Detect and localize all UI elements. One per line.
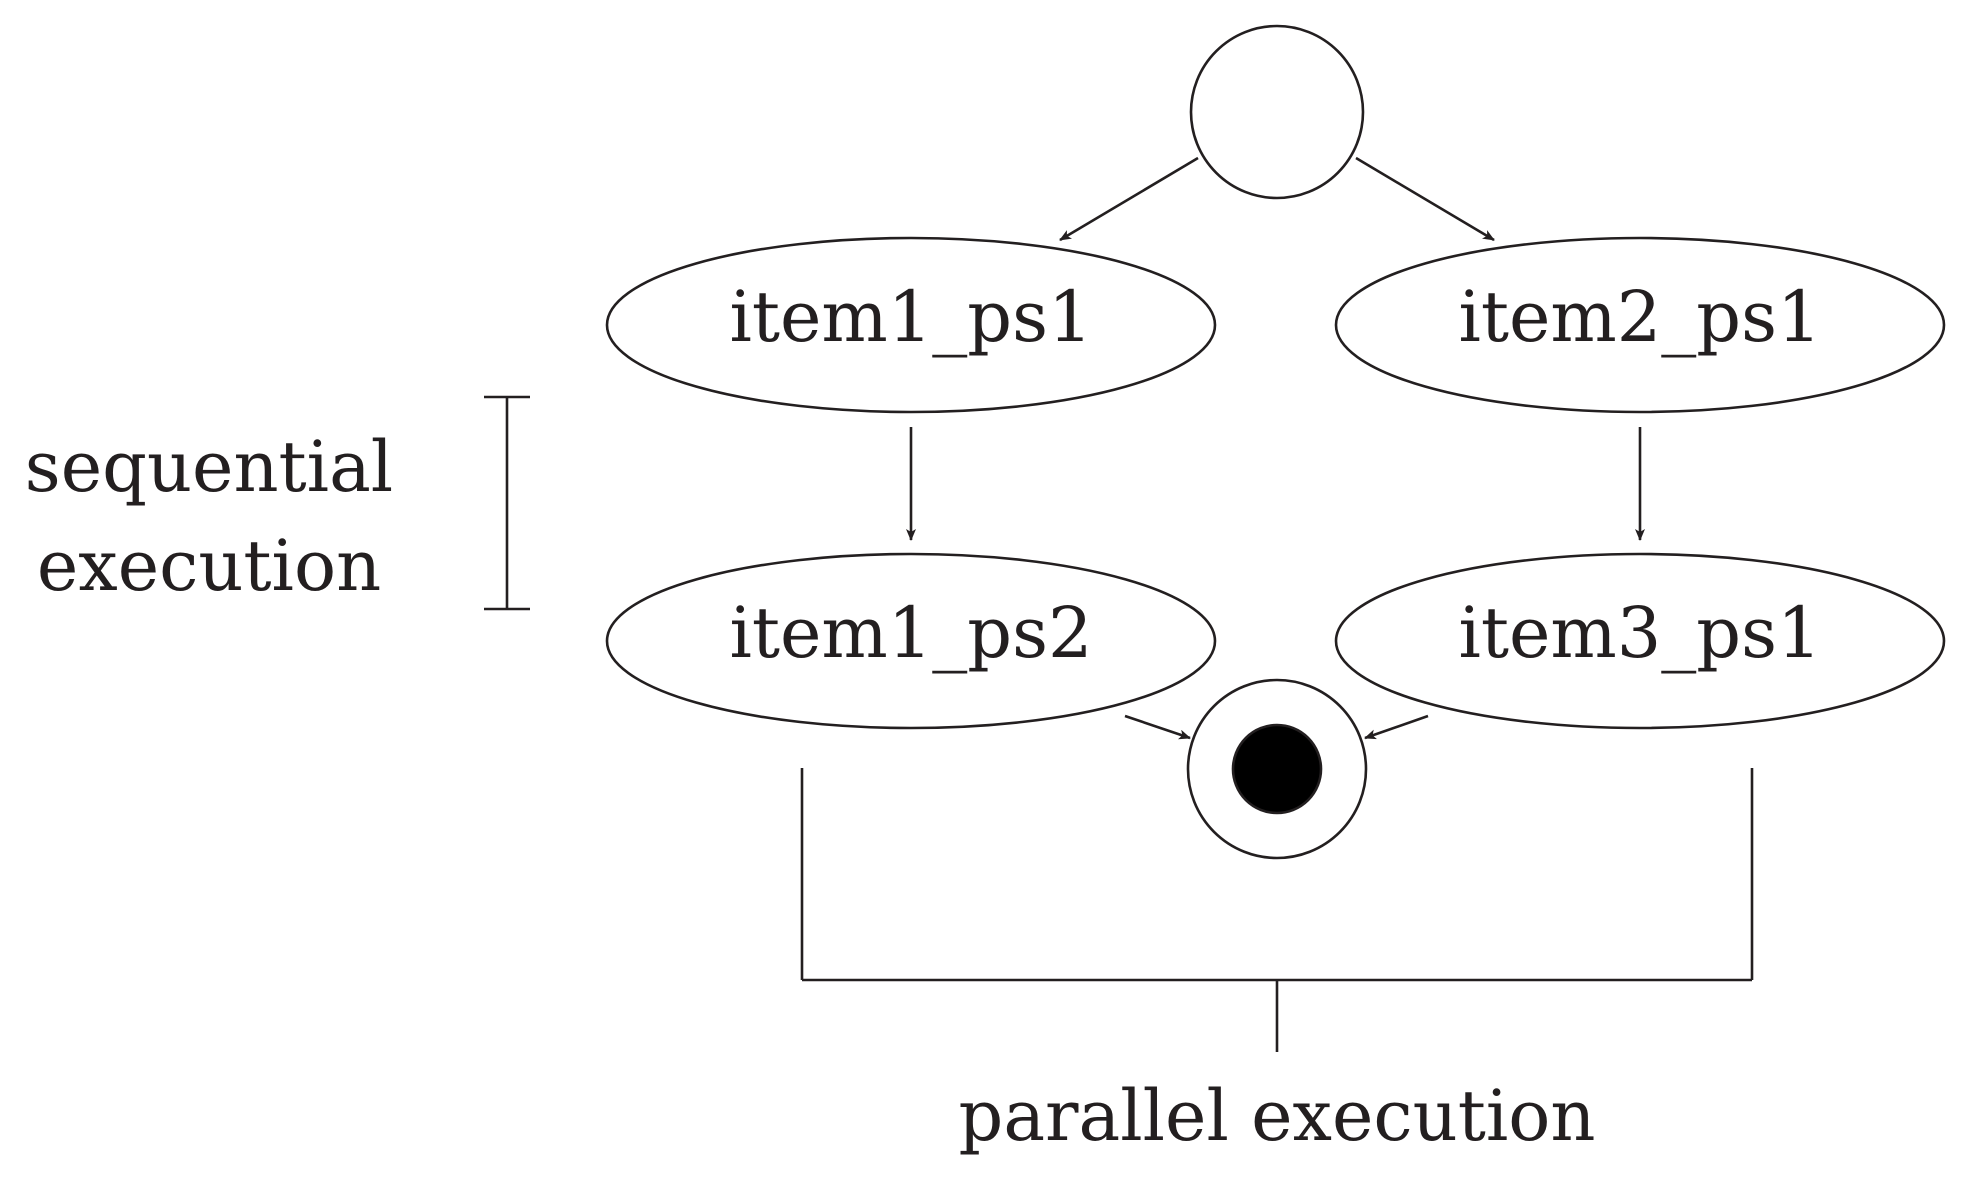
node-item1-ps1: item1_ps1 — [605, 236, 1217, 414]
edge-item3-ps1-to-final — [1364, 714, 1429, 740]
node-item2-ps1-label: item2_ps1 — [1458, 276, 1821, 358]
node-item1-ps2: item1_ps2 — [605, 552, 1217, 730]
node-item1-ps2-label: item1_ps2 — [729, 592, 1092, 674]
edge-item1-ps2-to-final — [1124, 714, 1191, 740]
node-item2-ps1: item2_ps1 — [1334, 236, 1946, 414]
sequential-bracket — [484, 395, 530, 611]
edge-start-to-item2-ps1 — [1355, 156, 1495, 242]
node-item1-ps1-label: item1_ps1 — [729, 276, 1092, 358]
node-item3-ps1: item3_ps1 — [1334, 552, 1946, 730]
edge-start-to-item1-ps1 — [1059, 156, 1199, 242]
parallel-bracket — [800, 768, 1754, 1052]
node-item3-ps1-label: item3_ps1 — [1458, 592, 1821, 674]
sequential-label-line2: execution — [37, 525, 381, 607]
sequential-label-line1: sequential — [25, 426, 393, 508]
parallel-label: parallel execution — [959, 1075, 1596, 1157]
final-node — [1186, 678, 1368, 860]
final-node-dot — [1231, 723, 1323, 815]
initial-node — [1189, 24, 1365, 200]
